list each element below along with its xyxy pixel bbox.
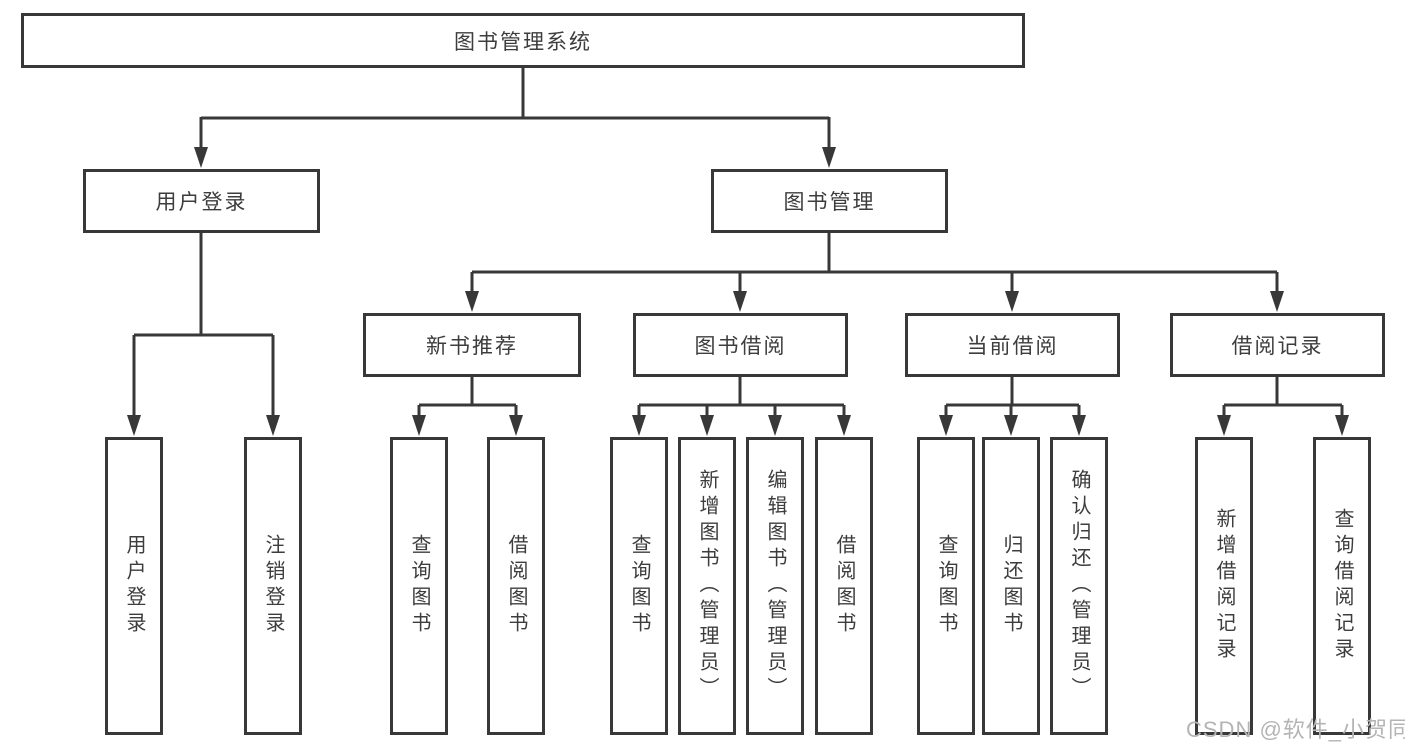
leaf-user-login: 用户登录	[105, 437, 163, 735]
leaf-label: 查询借阅记录	[1331, 508, 1353, 664]
leaf-label: 查询图书	[628, 534, 650, 638]
leaf-label: 新增借阅记录	[1213, 508, 1235, 664]
leaf-return-books: 归还图书	[982, 437, 1040, 735]
leaf-label: 用户登录	[123, 534, 145, 638]
leaf-query-books-recommend: 查询图书	[390, 437, 448, 735]
leaf-query-books-borrow: 查询图书	[610, 437, 668, 735]
leaf-add-books-admin: 新增图书（管理员）	[678, 437, 736, 735]
node-label: 当前借阅	[966, 335, 1059, 358]
node-book-management: 图书管理	[711, 169, 948, 233]
node-label: 新书推荐	[426, 335, 518, 358]
leaf-label: 确认归还（管理员）	[1068, 469, 1090, 703]
node-user-login: 用户登录	[83, 169, 320, 233]
leaf-edit-books-admin: 编辑图书（管理员）	[746, 437, 804, 735]
node-borrow-record: 借阅记录	[1170, 313, 1385, 377]
leaf-label: 编辑图书（管理员）	[764, 469, 786, 703]
node-current-borrow: 当前借阅	[905, 313, 1120, 377]
leaf-label: 借阅图书	[505, 534, 527, 638]
leaf-borrow-books-recommend: 借阅图书	[487, 437, 545, 735]
leaf-confirm-return-admin: 确认归还（管理员）	[1050, 437, 1108, 735]
node-label: 借阅记录	[1231, 335, 1324, 358]
leaf-label: 查询图书	[935, 534, 957, 638]
arrowheads	[127, 147, 1349, 436]
node-label: 用户登录	[155, 191, 248, 214]
leaf-label: 新增图书（管理员）	[696, 469, 718, 703]
leaf-logout: 注销登录	[244, 437, 302, 735]
leaf-label: 注销登录	[262, 534, 284, 638]
leaf-add-borrow-record: 新增借阅记录	[1195, 437, 1253, 735]
node-book-borrow: 图书借阅	[633, 313, 848, 377]
node-new-book-recommend: 新书推荐	[363, 313, 581, 377]
leaf-label: 借阅图书	[833, 534, 855, 638]
leaf-borrow-books: 借阅图书	[815, 437, 873, 735]
leaf-query-borrow-record: 查询借阅记录	[1313, 437, 1371, 735]
node-root-system: 图书管理系统	[21, 13, 1025, 68]
leaf-label: 归还图书	[1000, 534, 1022, 638]
csdn-watermark: CSDN @软件_小贺同学	[1186, 717, 1405, 742]
node-label: 图书借阅	[694, 335, 787, 358]
leaf-label: 查询图书	[408, 534, 430, 638]
node-label: 图书管理系统	[454, 30, 592, 54]
node-label: 图书管理	[783, 191, 876, 214]
leaf-query-books-current: 查询图书	[917, 437, 975, 735]
